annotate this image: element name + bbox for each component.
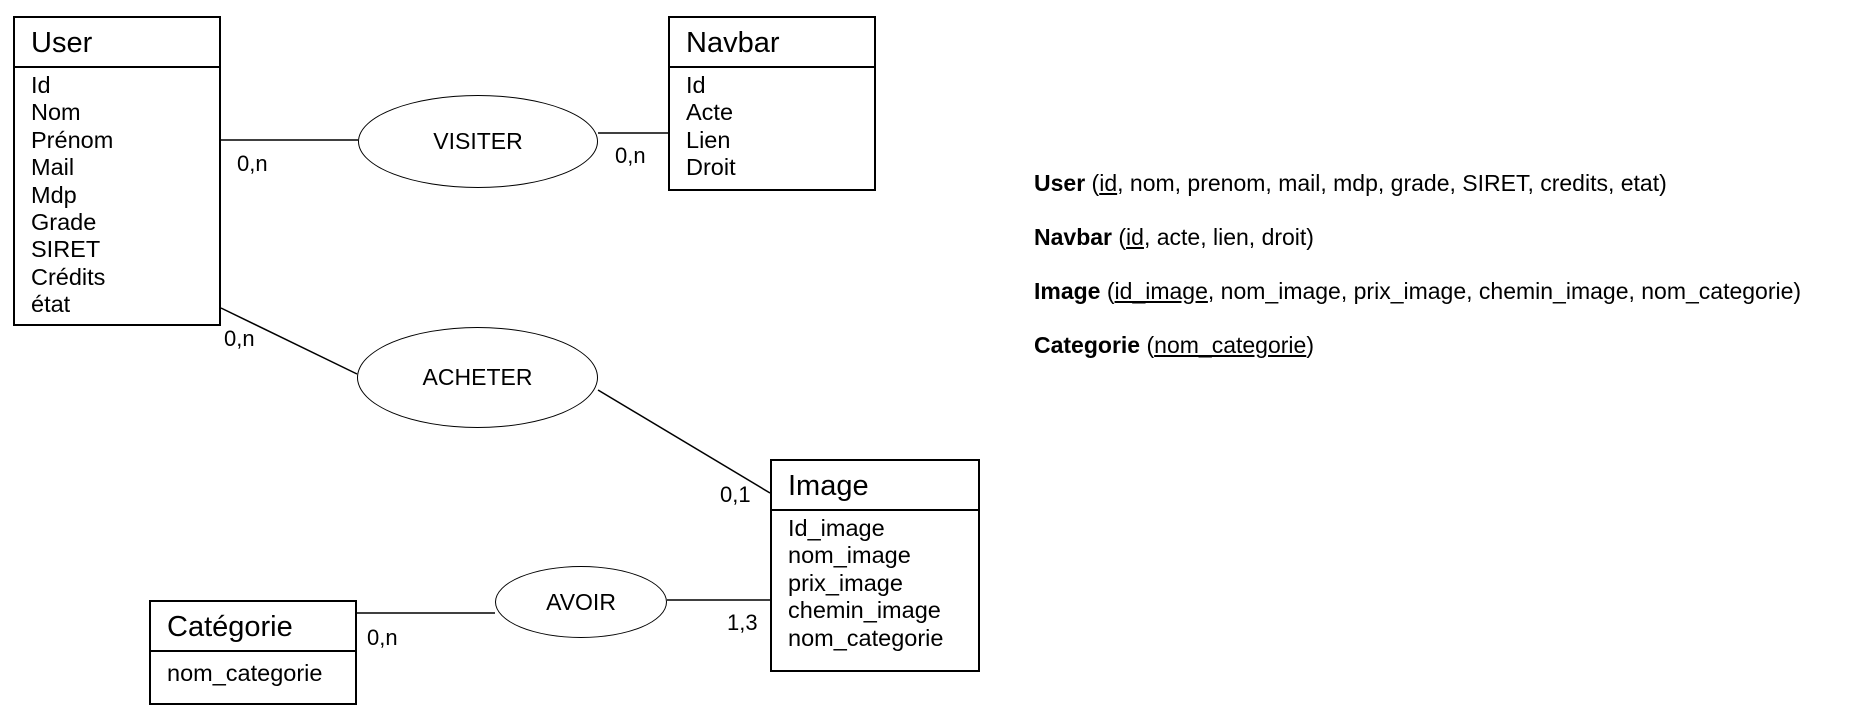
cardinality-user-visiter: 0,n [237,151,268,176]
schema-columns: ) [1306,332,1314,358]
attribute: Grade [31,209,97,236]
relation-acheter[interactable]: ACHETER [357,327,598,428]
attribute: Droit [686,154,736,181]
attribute: nom_categorie [167,660,323,686]
attribute: état [31,291,71,318]
entity-title: Catégorie [151,602,355,652]
attribute-list: Id_image nom_image prix_image chemin_ima… [772,511,978,652]
attribute: nom_image [788,542,911,569]
entity-user[interactable]: User Id Nom Prénom Mail Mdp Grade SIRET … [13,16,221,326]
attribute: Mail [31,154,75,181]
attribute: Lien [686,126,731,153]
attribute: Nom [31,99,81,126]
attribute: Prénom [31,126,114,153]
schema-line-categorie: Categorie (nom_categorie) [1034,332,1314,359]
entity-navbar[interactable]: Navbar Id Acte Lien Droit [668,16,876,191]
attribute-list: Id Acte Lien Droit [670,68,874,182]
attribute: Acte [686,99,734,126]
schema-columns: , acte, lien, droit) [1143,224,1314,250]
attribute: Id [31,72,51,98]
relation-visiter[interactable]: VISITER [358,95,598,188]
relation-label: ACHETER [422,364,533,390]
attribute: Id [686,72,706,98]
entity-title: Navbar [670,18,874,68]
relation-label: VISITER [433,128,523,154]
relation-avoir[interactable]: AVOIR [495,566,667,638]
schema-columns: , nom_image, prix_image, chemin_image, n… [1207,278,1802,304]
schema-open: ( [1111,224,1127,250]
primary-key: id [1126,224,1144,250]
relation-label: AVOIR [546,588,616,615]
attribute-list: nom_categorie [151,652,355,687]
schema-line-navbar: Navbar (id, acte, lien, droit) [1034,224,1314,251]
line-acheter-image [597,389,771,494]
attribute: SIRET [31,236,101,263]
schema-open: ( [1085,170,1100,196]
attribute-list: Id Nom Prénom Mail Mdp Grade SIRET Crédi… [15,68,219,319]
entity-image[interactable]: Image Id_image nom_image prix_image chem… [770,459,980,672]
table-name: Categorie [1034,332,1141,358]
schema-line-user: User (id, nom, prenom, mail, mdp, grade,… [1034,170,1667,197]
cardinality-user-acheter: 0,n [224,326,255,351]
entity-categorie[interactable]: Catégorie nom_categorie [149,600,357,705]
schema-columns: , nom, prenom, mail, mdp, grade, SIRET, … [1117,170,1667,196]
attribute: nom_categorie [788,624,944,651]
line-user-acheter [220,307,358,375]
cardinality-navbar-visiter: 0,n [615,143,646,168]
attribute: chemin_image [788,597,941,624]
primary-key: id_image [1114,278,1208,304]
table-name: Navbar [1034,224,1112,250]
primary-key: nom_categorie [1154,332,1307,358]
cardinality-image-acheter: 0,1 [720,482,751,507]
table-name: Image [1034,278,1101,304]
entity-title: User [15,18,219,68]
schema-open: ( [1140,332,1155,358]
attribute: prix_image [788,569,903,596]
schema-line-image: Image (id_image, nom_image, prix_image, … [1034,278,1801,305]
attribute: Crédits [31,263,106,290]
cardinality-categorie-avoir: 0,n [367,625,398,650]
cardinality-image-avoir: 1,3 [727,610,758,635]
attribute: Mdp [31,181,77,208]
schema-open: ( [1100,278,1115,304]
attribute: Id_image [788,515,885,541]
entity-title: Image [772,461,978,511]
primary-key: id [1099,170,1118,196]
table-name: User [1034,170,1086,196]
